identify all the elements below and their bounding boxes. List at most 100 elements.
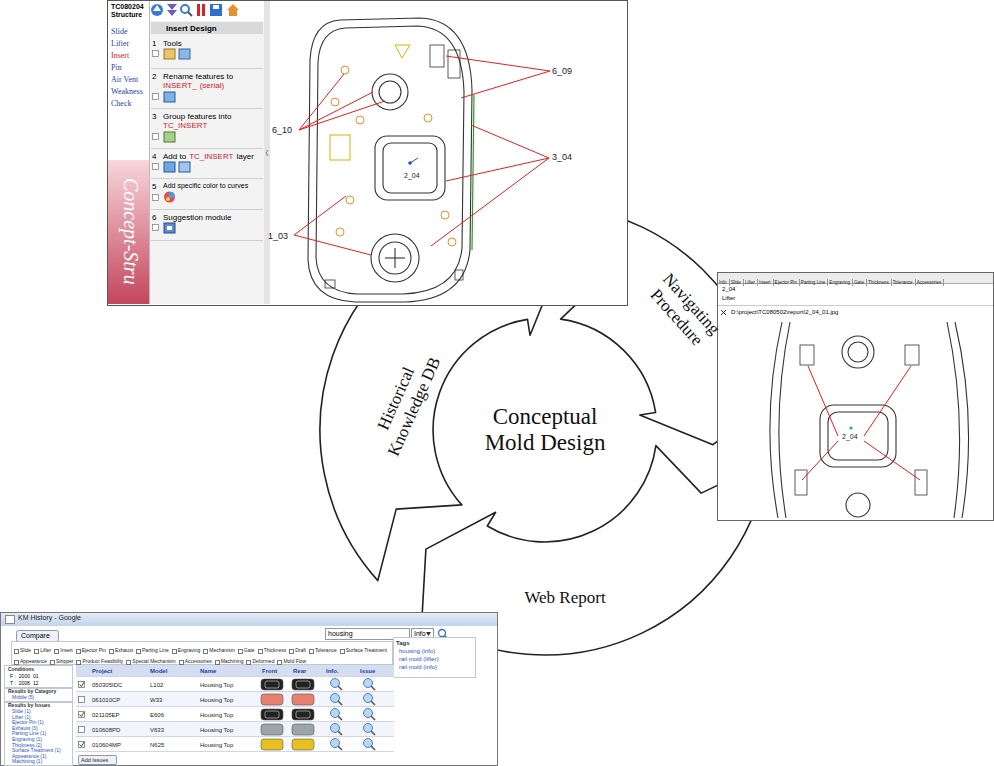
checkbox-label: Deformed bbox=[246, 658, 274, 665]
web-window-part-part bbox=[79, 742, 85, 748]
step-text: Group features into bbox=[163, 112, 231, 121]
cad-window-part-part bbox=[336, 228, 344, 236]
cad-window-part bbox=[210, 4, 222, 16]
web-window-part bbox=[76, 677, 394, 752]
web-window-part-part bbox=[292, 709, 314, 720]
report-window-part-part bbox=[915, 470, 927, 495]
web-window-part-part bbox=[76, 676, 394, 677]
web-window-part-part bbox=[338, 701, 342, 705]
cad-window-part bbox=[108, 1, 149, 304]
step-number: 1 bbox=[152, 39, 156, 48]
menu-item: Pin bbox=[111, 63, 122, 72]
cad-window-part bbox=[151, 69, 263, 241]
checkbox-label: Thickness bbox=[258, 647, 287, 654]
web-window-part bbox=[338, 686, 375, 750]
step-number: 5 bbox=[152, 182, 156, 191]
checkbox-label: Slide bbox=[14, 647, 31, 654]
cad-window-part-part bbox=[151, 68, 263, 69]
cad-window-part bbox=[164, 162, 175, 172]
tag-link: rail mold (lifter) bbox=[399, 656, 439, 663]
web-window-part-part bbox=[371, 701, 375, 705]
sidebar-banner: Concept-Stru bbox=[119, 178, 142, 285]
cad-window-part-part bbox=[379, 242, 411, 274]
web-window-part-part bbox=[76, 691, 394, 692]
checkbox-label: Surface Treatment bbox=[340, 647, 387, 654]
web-window-part bbox=[6, 616, 15, 624]
cad-window-part bbox=[395, 45, 410, 58]
tab-label: Gate bbox=[853, 279, 867, 286]
web-window-part bbox=[265, 681, 310, 718]
table-header: Rear bbox=[293, 668, 306, 675]
table-cell: 010604MP bbox=[92, 742, 121, 749]
cad-window-part-part bbox=[294, 196, 346, 235]
cad-window-part-part bbox=[299, 74, 344, 130]
cad-window-part bbox=[167, 4, 177, 16]
table-cell: E606 bbox=[150, 712, 164, 719]
web-window-part bbox=[17, 631, 59, 642]
report-window-part-part bbox=[947, 322, 960, 518]
tab-label: Lifter bbox=[744, 279, 758, 286]
tab-label: Ejector Pin bbox=[774, 279, 800, 286]
center-title: Conceptual Mold Design bbox=[478, 404, 613, 457]
web-window-part-part bbox=[79, 682, 85, 688]
cad-window-part-part bbox=[371, 234, 419, 282]
web-window-part bbox=[5, 666, 73, 688]
menu-item: Check bbox=[111, 99, 131, 108]
box-heading: Tags bbox=[396, 640, 410, 647]
date-field: 01 bbox=[33, 674, 39, 680]
web-window-part-part bbox=[76, 706, 394, 707]
group-heading: Conditions bbox=[8, 667, 34, 673]
project-id: Structure bbox=[111, 11, 142, 19]
web-window-part-part bbox=[296, 681, 310, 688]
web-window-part-part bbox=[265, 681, 279, 688]
web-window-part bbox=[79, 756, 117, 765]
cad-window-part bbox=[308, 18, 472, 302]
report-window-part-part bbox=[846, 493, 870, 517]
cad-window-part-part bbox=[153, 225, 159, 231]
cad-window-part bbox=[331, 66, 456, 246]
table-header: Name bbox=[200, 668, 216, 675]
cad-window-part bbox=[266, 150, 268, 156]
cad-window-part bbox=[166, 197, 170, 201]
callout-number: 2_04 bbox=[842, 433, 858, 441]
cad-window-part-part bbox=[394, 248, 395, 268]
panel-heading: Insert Design bbox=[166, 24, 217, 33]
cad-window-part bbox=[151, 22, 263, 34]
web-window-part-part bbox=[261, 694, 283, 705]
cad-window-part-part bbox=[379, 81, 401, 103]
web-window-part-part bbox=[292, 739, 314, 750]
web-window-part-part bbox=[338, 746, 342, 750]
menu-item: Slide bbox=[111, 27, 127, 36]
step-number: 3 bbox=[152, 112, 156, 121]
cad-window-part-part bbox=[448, 238, 456, 246]
step-text: layer bbox=[236, 152, 253, 161]
cad-window-part-part bbox=[471, 125, 549, 158]
web-window-part-part bbox=[76, 751, 394, 752]
cad-window-part-part bbox=[325, 280, 335, 288]
cad-window-part-part bbox=[448, 50, 460, 78]
web-window-part-part bbox=[371, 686, 375, 690]
table-cell: 050305IDC bbox=[92, 682, 122, 689]
table-header: Issue bbox=[360, 668, 375, 675]
cad-window-part bbox=[108, 160, 149, 304]
step-text: TC_INSERT bbox=[189, 152, 233, 161]
web-window-part bbox=[5, 689, 73, 702]
cad-window-part-part bbox=[372, 74, 408, 110]
web-window-part-part bbox=[292, 724, 314, 735]
web-window-part-part bbox=[261, 679, 283, 690]
cad-window-part-part bbox=[153, 51, 159, 57]
checkbox-label: Insert bbox=[54, 647, 73, 654]
cad-window-part bbox=[164, 132, 175, 142]
report-window-part-part bbox=[848, 342, 868, 362]
report-window-part-part bbox=[828, 412, 888, 460]
web-window-part-part bbox=[338, 686, 342, 690]
center-circle: Conceptual Mold Design bbox=[478, 404, 613, 457]
checkbox-label: Mold Flow bbox=[277, 658, 306, 665]
date-field: T : bbox=[10, 681, 16, 687]
web-window-part bbox=[76, 722, 394, 737]
web-window-part bbox=[76, 665, 394, 676]
cad-window-part bbox=[330, 135, 350, 160]
checkbox-group: SlideLifterInsertEjector PinExhaustParti… bbox=[14, 643, 390, 665]
checkbox-label: Engraving bbox=[172, 647, 201, 654]
